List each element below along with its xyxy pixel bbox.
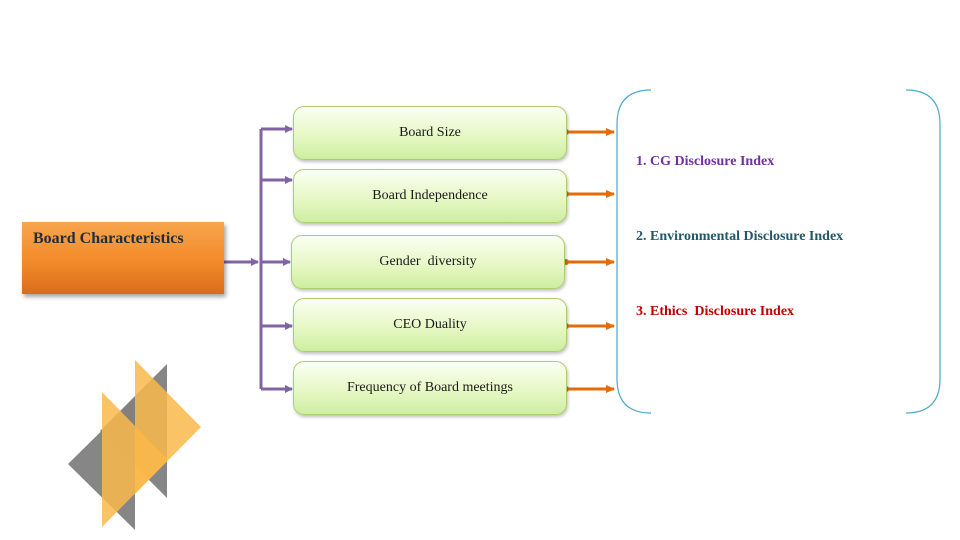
characteristic-label: Board Independence xyxy=(372,188,488,203)
decorative-shapes xyxy=(68,360,201,530)
index-environmental-disclosure: 2. Environmental Disclosure Index xyxy=(636,229,844,244)
index-bracket-left xyxy=(616,89,652,414)
index-cg-disclosure: 1. CG Disclosure Index xyxy=(636,154,775,169)
characteristic-gender-diversity: Gender diversity xyxy=(291,235,565,289)
index-ethics-disclosure: 3. Ethics Disclosure Index xyxy=(636,304,795,319)
characteristic-board-meetings: Frequency of Board meetings xyxy=(293,361,567,415)
characteristic-board-independence: Board Independence xyxy=(293,169,567,223)
characteristic-label: Board Size xyxy=(399,125,461,140)
characteristic-board-size: Board Size xyxy=(293,106,567,160)
board-characteristics-box: Board Characteristics xyxy=(22,222,224,294)
output-arrows xyxy=(565,128,615,393)
characteristic-ceo-duality: CEO Duality xyxy=(293,298,567,352)
deco-orange-triangle-bottom xyxy=(102,392,168,527)
index-bracket-right xyxy=(905,89,941,414)
characteristic-label: Gender diversity xyxy=(379,254,477,269)
branch-arrows xyxy=(261,125,293,393)
characteristic-label: CEO Duality xyxy=(393,317,467,332)
source-connector xyxy=(224,129,263,389)
characteristic-label: Frequency of Board meetings xyxy=(346,380,513,395)
